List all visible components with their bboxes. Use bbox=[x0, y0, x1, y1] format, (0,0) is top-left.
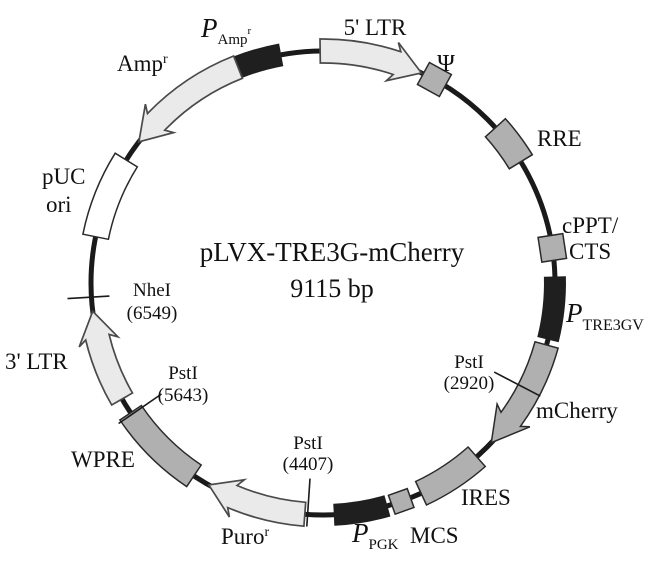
rre-box bbox=[484, 117, 534, 170]
mcherry-label: mCherry bbox=[536, 398, 618, 423]
features-layer bbox=[78, 38, 568, 528]
pst1-5643-label-position: (5643) bbox=[158, 385, 209, 406]
wpre-label: WPRE bbox=[71, 447, 135, 472]
pst1-5643-label-enzyme: PstI bbox=[168, 363, 198, 384]
puc-ori-label-line1: pUC bbox=[42, 164, 85, 189]
amp-label: Ampr bbox=[117, 51, 168, 76]
p-tre3gv-promoter-segment bbox=[537, 276, 566, 343]
puc-ori-box bbox=[82, 152, 139, 241]
pst1-4407-tick bbox=[306, 478, 311, 527]
mcs-box bbox=[387, 487, 415, 516]
three-ltr-label: 3' LTR bbox=[5, 349, 68, 374]
cppt-cts-box bbox=[537, 232, 568, 264]
pst1-2920-label-enzyme: PstI bbox=[454, 352, 484, 373]
p-ampr-label: PAmpr bbox=[200, 13, 252, 48]
p-pgk-label: PPGK bbox=[351, 518, 399, 553]
plasmid-size: 9115 bp bbox=[290, 274, 374, 303]
wpre-box bbox=[118, 404, 203, 488]
psi-label: Ψ bbox=[437, 51, 455, 77]
mcs-label: MCS bbox=[410, 523, 459, 548]
puro-label: Puror bbox=[221, 524, 269, 549]
puc-ori-label-line2: ori bbox=[46, 192, 72, 217]
plasmid-name: pLVX-TRE3G-mCherry bbox=[200, 237, 465, 267]
pst1-5643-tick bbox=[118, 393, 162, 425]
three-ltr-arrow bbox=[78, 309, 134, 407]
amp-arrow bbox=[137, 54, 244, 143]
five-ltr-arrow bbox=[319, 38, 423, 83]
ires-label: IRES bbox=[461, 485, 511, 510]
nhe1-6549-tick bbox=[67, 295, 110, 300]
p-pgk-promoter-segment bbox=[333, 495, 391, 526]
pst1-4407-label-position: (4407) bbox=[283, 454, 334, 475]
pst1-4407-label-enzyme: PstI bbox=[293, 433, 323, 454]
labels-layer: 5' LTR Ψ RRE cPPT/ CTS PTRE3GV PstI (292… bbox=[5, 13, 644, 553]
cppt-cts-label-line1: cPPT/ bbox=[562, 213, 619, 238]
five-ltr-label: 5' LTR bbox=[344, 15, 407, 40]
psi-packaging-signal-box bbox=[416, 61, 453, 98]
ires-box bbox=[414, 445, 487, 506]
cppt-cts-label-line2: CTS bbox=[569, 239, 611, 264]
p-tre3gv-label: PTRE3GV bbox=[565, 298, 644, 334]
ticks-layer bbox=[67, 295, 541, 527]
rre-label: RRE bbox=[537, 126, 582, 151]
pst1-2920-label-position: (2920) bbox=[444, 373, 495, 394]
puro-arrow bbox=[207, 478, 307, 528]
pst1-2920-tick bbox=[493, 371, 541, 397]
nhe1-6549-label-enzyme: NheI bbox=[133, 280, 171, 301]
nhe1-6549-label-position: (6549) bbox=[127, 303, 178, 324]
p-ampr-promoter-segment bbox=[233, 43, 284, 79]
mcherry-arrow bbox=[490, 340, 560, 444]
